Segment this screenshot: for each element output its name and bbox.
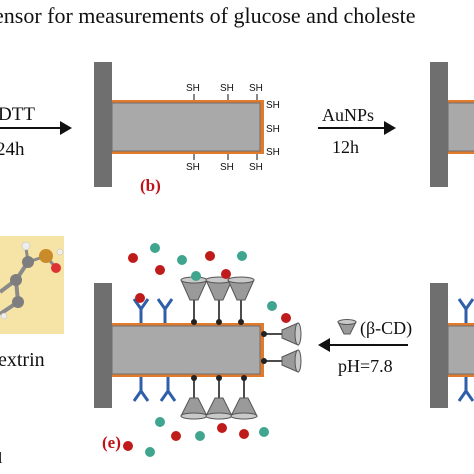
electrode-handle xyxy=(94,283,112,408)
thiol-label: SH xyxy=(266,124,280,135)
cyclodextrin-icon xyxy=(261,349,302,373)
thiol-label: SH xyxy=(249,162,263,173)
thiol-label: SH xyxy=(186,162,200,173)
red-particle xyxy=(239,429,249,439)
aunps-step: AuNPs 12h xyxy=(318,105,396,157)
electrode-d-partial xyxy=(430,283,474,408)
teal-particle xyxy=(150,243,160,253)
electrode-c-partial xyxy=(430,62,474,187)
electrode-body xyxy=(111,325,261,375)
teal-particle xyxy=(267,301,277,311)
thiol-label: SH xyxy=(266,147,280,158)
antibody-icon xyxy=(457,298,474,323)
electrode-handle xyxy=(94,62,112,187)
teal-particle xyxy=(191,271,201,281)
antibody-icon xyxy=(132,298,150,323)
panel-label-b: (b) xyxy=(140,176,161,195)
molecule-model-icon xyxy=(0,236,64,334)
electrode-b: SH SH SH SH SH SH SH SH SH (b) xyxy=(94,62,280,195)
antibody-icon xyxy=(156,298,174,323)
dtt-time: 24h xyxy=(0,139,25,160)
dtt-step: DTT 24h xyxy=(0,104,72,160)
red-particle xyxy=(205,251,215,261)
dtt-label: DTT xyxy=(0,104,35,125)
cd-step: (β-CD) pH=7.8 xyxy=(318,318,412,376)
analyte-particles xyxy=(123,243,291,457)
red-particle xyxy=(123,441,133,451)
thiol-label: SH xyxy=(220,162,234,173)
cyclodextrin-icon xyxy=(337,319,357,335)
thiol-label: SH xyxy=(186,83,200,94)
red-particle xyxy=(281,313,291,323)
electrode-body xyxy=(111,102,261,152)
teal-particle xyxy=(155,417,165,427)
thiol-groups-top: SH SH SH xyxy=(186,83,263,100)
antibodies-bottom xyxy=(132,377,177,402)
cyclodextrin-icon xyxy=(227,276,255,325)
figure-title: ensor for measurements of glucose and ch… xyxy=(0,3,416,28)
arrow-left-icon xyxy=(318,338,408,352)
thiol-groups-bottom: SH SH SH xyxy=(186,154,263,173)
teal-particle xyxy=(237,251,247,261)
cyclodextrin-icon xyxy=(205,276,233,325)
electrode-e: (e) xyxy=(94,243,302,457)
antibody-icon xyxy=(132,377,150,402)
cyclodextrins-top xyxy=(180,276,255,325)
arrow-right-icon xyxy=(318,121,396,135)
thiol-label: SH xyxy=(266,100,280,111)
cyclodextrin-icon xyxy=(180,375,208,420)
teal-particle xyxy=(145,447,155,457)
cyclodextrins-right xyxy=(261,322,302,373)
red-particle xyxy=(128,253,138,263)
bottom-left-mark: l xyxy=(0,450,3,467)
thiol-label: SH xyxy=(220,83,234,94)
aunps-label: AuNPs xyxy=(322,105,374,125)
cd-reagent-label: (β-CD) xyxy=(360,318,412,339)
cyclodextrin-label: extrin xyxy=(0,349,45,371)
red-particle xyxy=(135,293,145,303)
thiol-groups-right: SH SH SH xyxy=(266,100,280,158)
arrow-right-icon xyxy=(0,121,72,135)
red-particle xyxy=(217,423,227,433)
cyclodextrin-icon xyxy=(230,375,258,420)
ph-label: pH=7.8 xyxy=(338,356,393,376)
cyclodextrins-bottom xyxy=(180,375,258,420)
antibody-icon xyxy=(457,377,474,402)
teal-particle xyxy=(259,427,269,437)
thiol-label: SH xyxy=(249,83,263,94)
red-particle xyxy=(171,431,181,441)
antibodies-top xyxy=(132,298,174,323)
panel-label-e: (e) xyxy=(102,433,121,452)
teal-particle xyxy=(177,255,187,265)
cyclodextrin-icon xyxy=(180,276,208,325)
cyclodextrin-icon xyxy=(261,322,302,346)
red-particle xyxy=(221,269,231,279)
aunps-time: 12h xyxy=(332,137,359,157)
cyclodextrin-icon xyxy=(205,375,233,420)
teal-particle xyxy=(195,431,205,441)
antibody-icon xyxy=(159,377,177,402)
red-particle xyxy=(155,265,165,275)
